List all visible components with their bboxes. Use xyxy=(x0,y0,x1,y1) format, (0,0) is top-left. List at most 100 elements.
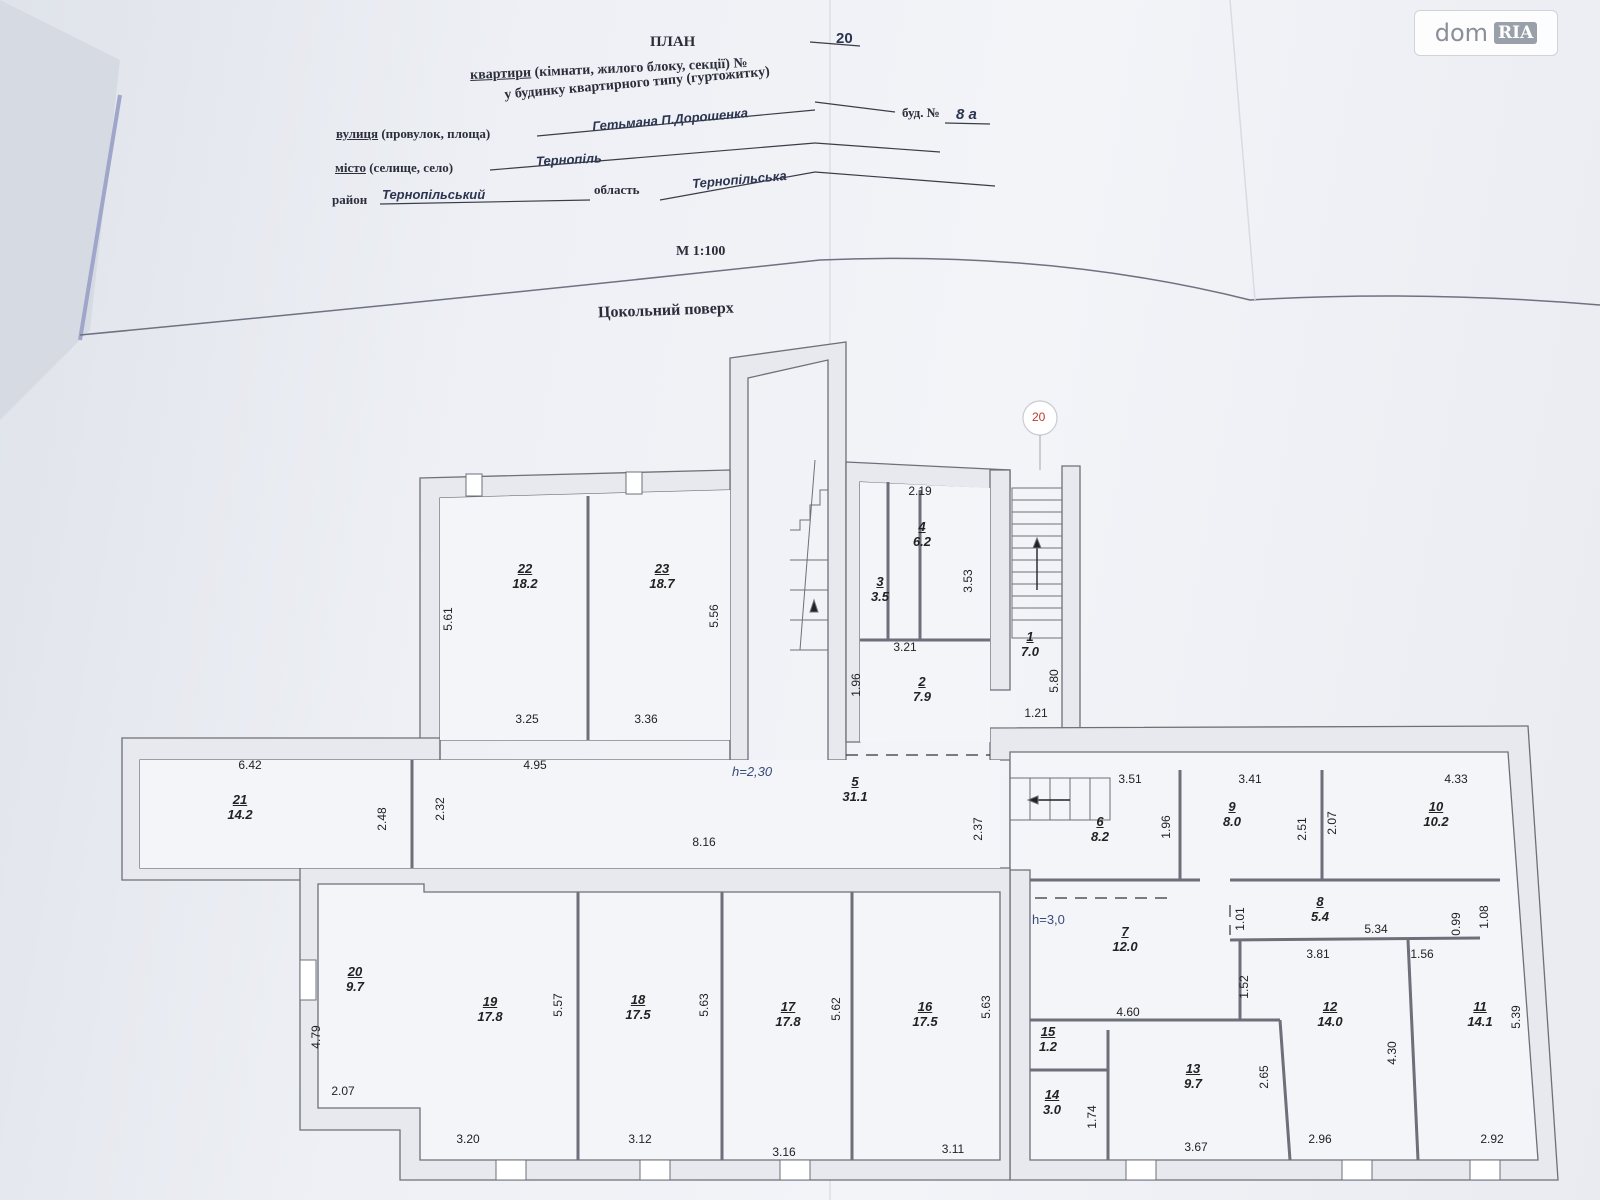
section-line xyxy=(79,257,1600,336)
dimension-label: 5.56 xyxy=(707,604,721,628)
city-label: місто xyxy=(335,160,366,175)
room-number: 7 xyxy=(1121,924,1129,939)
room-area: 17.5 xyxy=(912,1014,938,1029)
room-number: 12 xyxy=(1322,999,1338,1014)
room-area: 5.4 xyxy=(1310,909,1330,924)
room-number: 6 xyxy=(1096,814,1104,829)
room-area: 9.7 xyxy=(1183,1076,1203,1091)
dimension-label: 2.65 xyxy=(1257,1065,1271,1089)
district-label: район xyxy=(332,192,368,207)
room-area: 10.2 xyxy=(1423,814,1449,829)
domria-watermark: dom RIA xyxy=(1414,10,1558,56)
room-area: 7.9 xyxy=(912,689,932,704)
dimension-label: 3.51 xyxy=(1118,772,1142,786)
dimension-label: 4.95 xyxy=(523,758,547,772)
left-page-edge xyxy=(0,0,120,420)
dimension-label: 1.56 xyxy=(1410,947,1434,961)
windows xyxy=(299,471,1501,1181)
dimension-label: 4.33 xyxy=(1444,772,1468,786)
apartment-type-label: квартири xyxy=(469,65,532,84)
dimension-label: 1.01 xyxy=(1233,907,1247,931)
district-value: Тернопільський xyxy=(382,187,486,202)
dimension-label: 5.39 xyxy=(1509,1005,1523,1029)
room-area: 31.1 xyxy=(842,789,868,804)
room-number: 5 xyxy=(851,774,859,789)
dimension-label: 5.62 xyxy=(829,997,843,1021)
dimension-label: 2.96 xyxy=(1308,1132,1332,1146)
dimension-label: 1.96 xyxy=(849,673,863,697)
dimension-label: 3.25 xyxy=(515,712,539,726)
city-row: місто (селище, село) xyxy=(335,160,453,176)
corridor-height: h=2,30 xyxy=(732,764,773,779)
room-number: 20 xyxy=(347,964,363,979)
room-area: 14.0 xyxy=(1317,1014,1343,1029)
dimension-label: 2.51 xyxy=(1295,817,1309,841)
room-number: 11 xyxy=(1473,999,1487,1014)
room-area: 14.2 xyxy=(227,807,253,822)
room-number: 16 xyxy=(917,999,933,1014)
room-area: 17.8 xyxy=(775,1014,801,1029)
room-area: 1.2 xyxy=(1038,1039,1058,1054)
binding-stripe xyxy=(78,94,122,341)
dimension-label: 2.32 xyxy=(433,797,447,821)
street-label: вулиця xyxy=(336,126,379,141)
room-area: 12.0 xyxy=(1112,939,1138,954)
dimension-label: 8.16 xyxy=(692,835,716,849)
room-number: 22 xyxy=(517,561,533,576)
room-area: 3.5 xyxy=(870,589,890,604)
form-underlines xyxy=(379,41,996,205)
room-number: 8 xyxy=(1316,894,1324,909)
dimension-label: 5.57 xyxy=(551,993,565,1017)
room-area: 6.2 xyxy=(912,534,932,549)
room-number: 1 xyxy=(1026,629,1034,644)
staircase-room6 xyxy=(1009,777,1111,821)
room-number: 2 xyxy=(918,674,926,689)
dimension-label: 4.60 xyxy=(1116,1005,1140,1019)
dimension-label: 3.53 xyxy=(961,569,975,593)
dimension-label: 1.52 xyxy=(1237,975,1251,999)
apartment-number: 20 xyxy=(836,30,853,47)
room-number: 21 xyxy=(232,792,248,807)
dimension-label: 5.61 xyxy=(441,607,455,631)
dimension-label: 5.34 xyxy=(1364,922,1388,936)
dimension-label: 1.96 xyxy=(1159,815,1173,839)
dimension-label: 1.21 xyxy=(1024,706,1048,720)
dimension-label: 5.63 xyxy=(697,993,711,1017)
page-fold-right xyxy=(1229,0,1256,301)
dimension-label: 5.63 xyxy=(979,995,993,1019)
dimension-label: 6.42 xyxy=(238,758,262,772)
dimension-label: 2.92 xyxy=(1480,1132,1504,1146)
dimension-label: 5.80 xyxy=(1047,669,1061,693)
room-area: 17.5 xyxy=(625,1007,651,1022)
interior-walls xyxy=(410,482,1500,1161)
watermark-badge: RIA xyxy=(1494,22,1538,44)
dimension-label: 2.48 xyxy=(375,807,389,831)
scale-label: М 1:100 xyxy=(676,244,726,259)
dimension-label: 3.41 xyxy=(1238,772,1262,786)
room-area: 14.1 xyxy=(1467,1014,1493,1029)
room-fills xyxy=(140,482,1000,868)
room-number: 17 xyxy=(780,999,796,1014)
dimension-label: 2.37 xyxy=(971,817,985,841)
room-area: 18.2 xyxy=(512,576,538,591)
